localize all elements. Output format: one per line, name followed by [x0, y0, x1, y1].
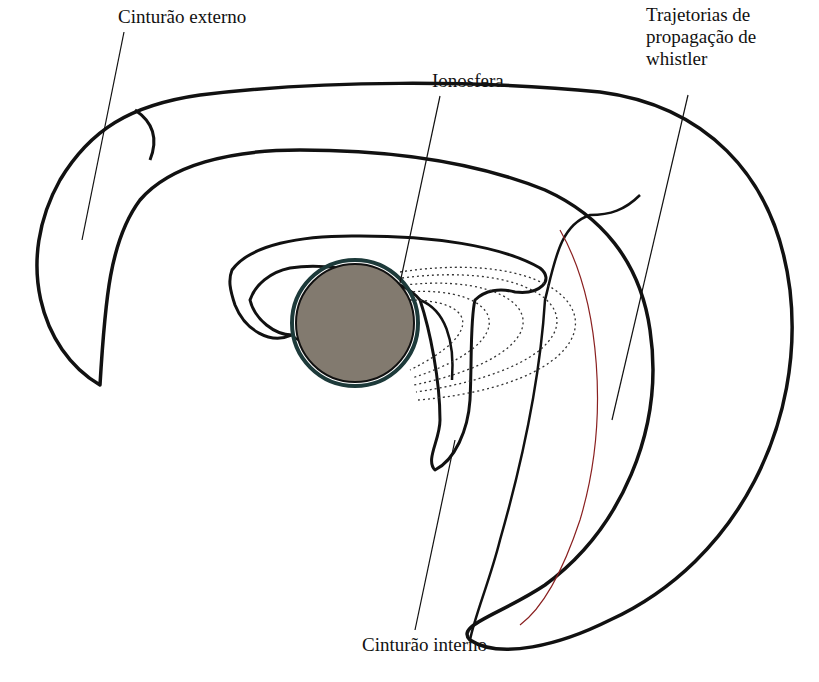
belt-edge: [135, 110, 154, 160]
ionosphere-ring: [292, 260, 418, 386]
outer-belt: [37, 83, 792, 649]
earth: [296, 264, 414, 382]
belt-edge: [420, 300, 453, 380]
part-label: Trajetorias de propagação de whistler: [646, 4, 806, 70]
part-label: Cinturão externo: [118, 6, 318, 28]
leader-lines: [82, 32, 688, 630]
inner-belt: [230, 236, 546, 470]
part-label: Ionosfera: [432, 70, 552, 92]
part-label: Cinturão interno: [362, 634, 562, 656]
whistler-paths: [400, 267, 575, 400]
